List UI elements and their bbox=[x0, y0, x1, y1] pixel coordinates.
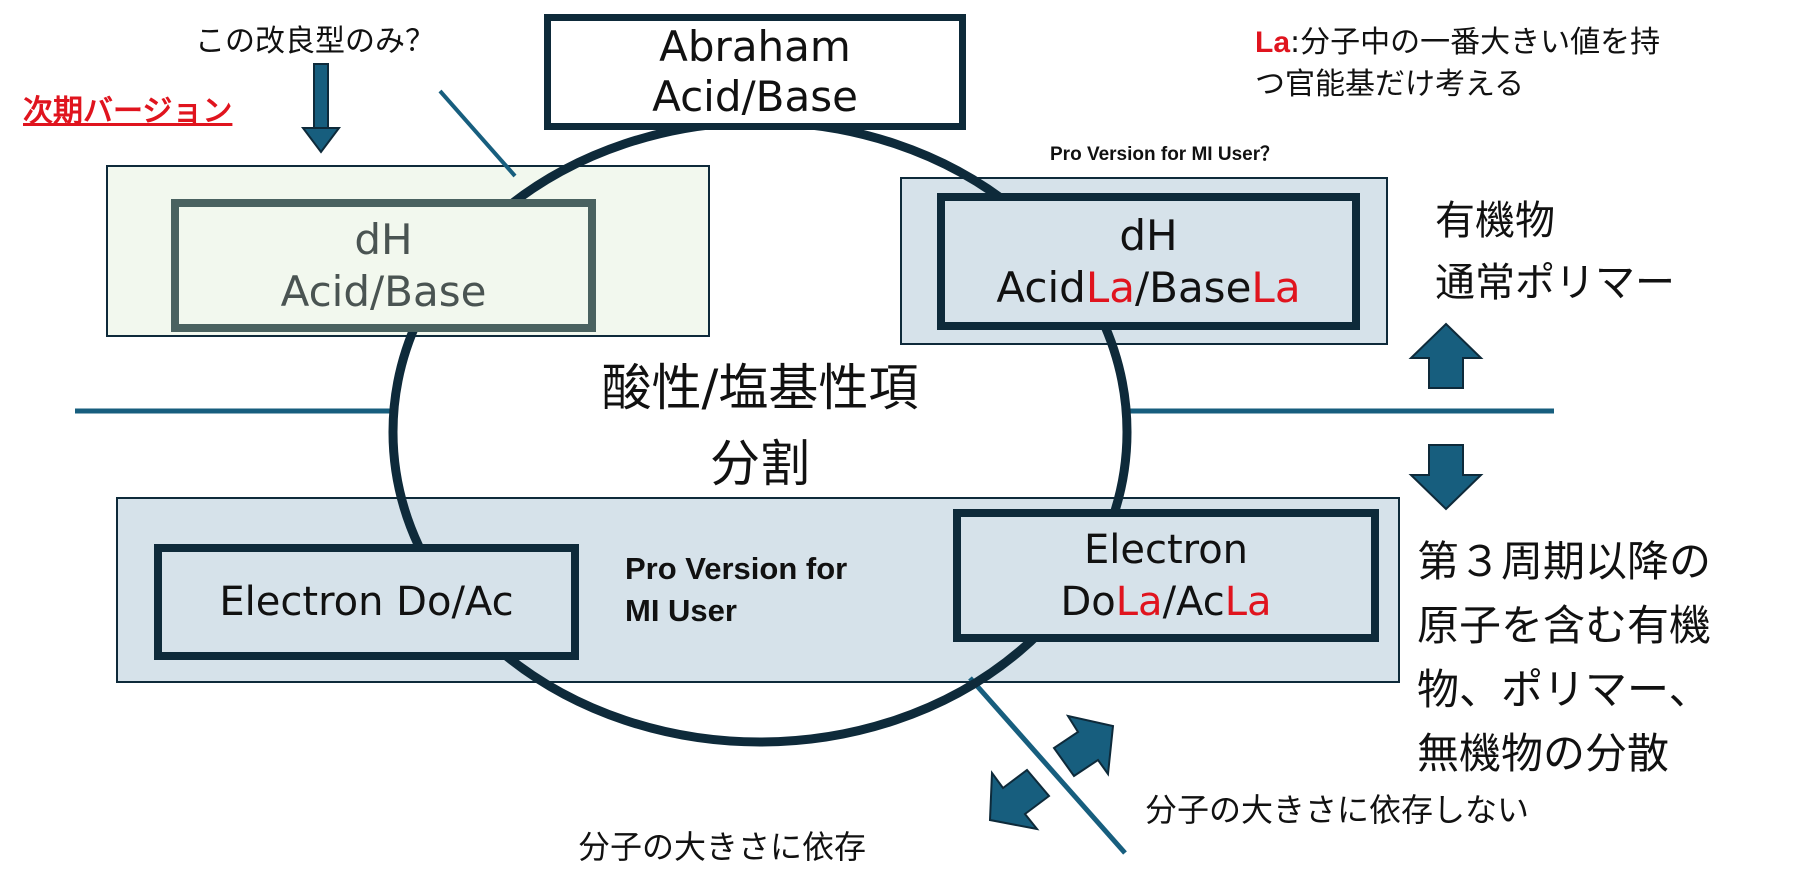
la-note-line2: つ官能基だけ考える bbox=[1255, 67, 1525, 102]
acid-la-base-la-label: AcidLa/BaseLa bbox=[996, 262, 1301, 312]
dh-label: dH bbox=[354, 214, 413, 264]
la-note-line1: :分子中の一番大きい値を持 bbox=[1290, 25, 1661, 60]
electron-do-la-ac-la-box: Electron DoLa/AcLa bbox=[953, 509, 1379, 642]
acid-base-label: Acid/Base bbox=[652, 72, 858, 121]
pro-version-label: Pro Version for MI User bbox=[625, 551, 848, 628]
organic-note: 有機物 通常ポリマー bbox=[1435, 198, 1675, 306]
dh-label: dH bbox=[1119, 210, 1178, 260]
down-left-arrow-icon bbox=[988, 768, 1051, 831]
abraham-label: Abraham bbox=[659, 22, 851, 71]
size-independent-label: 分子の大きさに依存しない bbox=[1145, 791, 1530, 829]
center-title: 酸性/塩基性項 分割 bbox=[601, 359, 919, 493]
down-arrow-icon bbox=[1408, 444, 1484, 511]
pro-version-question: Pro Version for MI User？ bbox=[1050, 144, 1280, 165]
diagonal-line-top bbox=[438, 89, 517, 178]
la-prefix: La bbox=[1255, 26, 1291, 59]
la-note: La:分子中の一番大きい値を持 つ官能基だけ考える bbox=[1255, 22, 1660, 106]
down-arrow-icon bbox=[301, 63, 341, 154]
improved-only-note: この改良型のみ？ bbox=[195, 24, 435, 59]
acid-base-label: Acid/Base bbox=[280, 266, 487, 316]
dh-acid-la-base-la-box: dH AcidLa/BaseLa bbox=[937, 193, 1360, 330]
size-dependent-label: 分子の大きさに依存 bbox=[578, 828, 867, 866]
period3-note: 第３周期以降の 原子を含む有機 物、ポリマー、 無機物の分散 bbox=[1417, 537, 1712, 778]
abraham-acid-base-box: Abraham Acid/Base bbox=[544, 14, 966, 130]
electron-do-ac-box: Electron Do/Ac bbox=[154, 544, 579, 660]
diagonal-line-bottom bbox=[968, 676, 1127, 855]
dh-acid-base-box: dH Acid/Base bbox=[171, 199, 596, 332]
next-version-label: 次期バージョン bbox=[23, 94, 233, 129]
up-right-arrow-icon bbox=[1052, 714, 1115, 778]
up-arrow-icon bbox=[1408, 322, 1484, 389]
